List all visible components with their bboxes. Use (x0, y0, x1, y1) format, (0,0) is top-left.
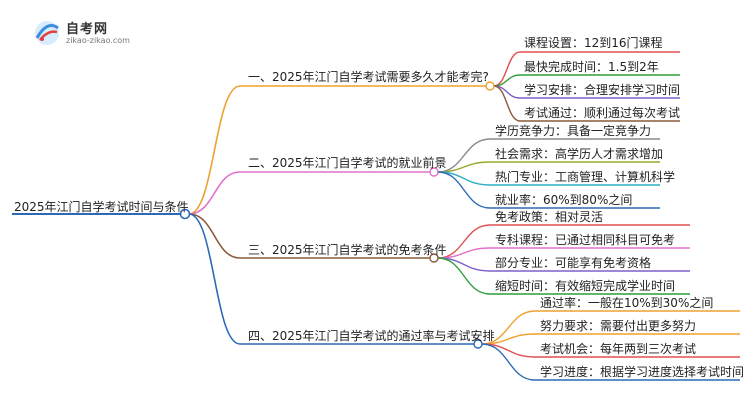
branch-2-child-2-label: 社会需求：高学历人才需求增加 (495, 147, 664, 161)
branch-4-child-1-label: 通过率：一般在10%到30%之间 (540, 296, 714, 310)
branch-1-child-4-connector (493, 85, 521, 122)
branch-2-child-4-connector (437, 171, 491, 209)
branch-3-label: 三、2025年江门自学考试的免考条件 (248, 243, 447, 257)
branch-2-connector (188, 171, 241, 215)
branch-1-connector (188, 85, 241, 215)
branch-4-child-2-label: 努力要求：需要付出更多努力 (540, 319, 697, 333)
logo-title: 自考网 (66, 22, 109, 37)
site-logo: 自考网 zikao-zikao.com (30, 16, 140, 50)
branch-4-child-3-label: 考试机会：每年两到三次考试 (540, 342, 697, 356)
branch-3-child-4-connector (437, 257, 491, 295)
branch-1-child-3-label: 学习安排：合理安排学习时间 (524, 83, 681, 97)
branch-2-node-dot (429, 167, 439, 177)
branch-2-label: 二、2025年江门自学考试的就业前景 (248, 156, 447, 170)
branch-3-connector (188, 213, 241, 259)
root-node-dot (179, 208, 191, 220)
branch-2-child-4-label: 就业率：60%到80%之间 (495, 193, 633, 207)
branch-4-connector (188, 213, 241, 345)
branch-4-label: 四、2025年江门自学考试的通过率与考试安排 (248, 329, 495, 343)
branch-3-node-dot (429, 253, 439, 263)
branch-2-child-3-label: 热门专业：工商管理、计算机科学 (495, 170, 676, 184)
root-node-label: 2025年江门自学考试时间与条件 (14, 200, 189, 214)
branch-4-child-4-connector (481, 343, 536, 381)
logo-mark-icon (35, 21, 59, 45)
branch-3-child-4-label: 缩短时间：有效缩短完成学业时间 (495, 279, 676, 293)
branch-3-child-1-label: 免考政策：相对灵活 (495, 210, 604, 224)
branch-4-node-dot (473, 339, 483, 349)
branch-2-child-1-label: 学历竞争力：具备一定竞争力 (495, 124, 652, 138)
branch-1-label: 一、2025年江门自学考试需要多久才能考完? (248, 70, 489, 84)
branch-3-child-3-label: 部分专业：可能享有免考资格 (495, 256, 652, 270)
branch-3-child-2-label: 专科课程：已通过相同科目可免考 (495, 233, 676, 247)
branch-1-child-2-label: 最快完成时间：1.5到2年 (524, 60, 659, 74)
branch-1-node-dot (485, 81, 495, 91)
branch-1-child-1-label: 课程设置：12到16门课程 (524, 36, 663, 50)
logo-url: zikao-zikao.com (66, 36, 130, 45)
branch-1-child-4-label: 考试通过：顺利通过每次考试 (524, 106, 681, 120)
branch-4-child-4-label: 学习进度：根据学习进度选择考试时间 (540, 365, 745, 379)
